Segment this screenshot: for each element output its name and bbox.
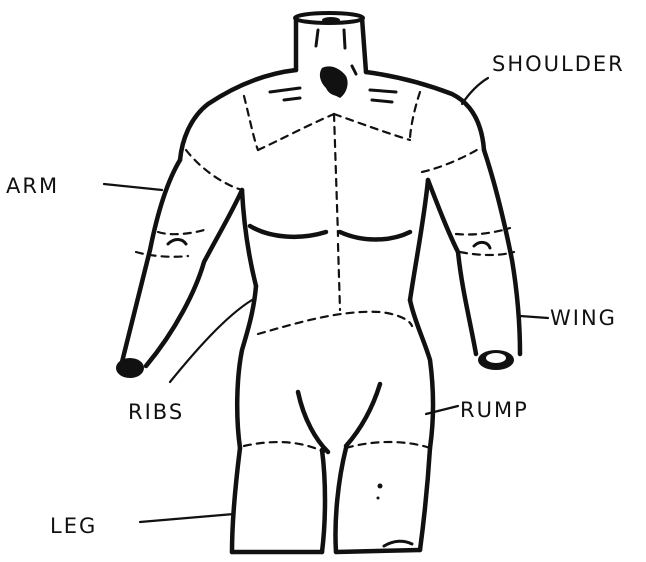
- label-leg: LEG: [50, 516, 97, 537]
- label-arm: ARM: [6, 176, 59, 197]
- leader-shoulder: [462, 78, 488, 104]
- leader-wing: [520, 316, 548, 318]
- leader-arm: [104, 184, 162, 190]
- label-wing: WING: [550, 308, 617, 329]
- neck: [295, 13, 366, 72]
- label-ribs: RIBS: [128, 402, 184, 423]
- label-shoulder: SHOULDER: [492, 54, 625, 75]
- seam-lines: [136, 92, 514, 452]
- leader-leg: [140, 514, 234, 522]
- label-rump: RUMP: [460, 400, 529, 421]
- left-arm: [116, 160, 242, 378]
- torso-outline: [180, 70, 484, 552]
- leg-markings: [377, 484, 413, 547]
- right-arm: [428, 150, 520, 370]
